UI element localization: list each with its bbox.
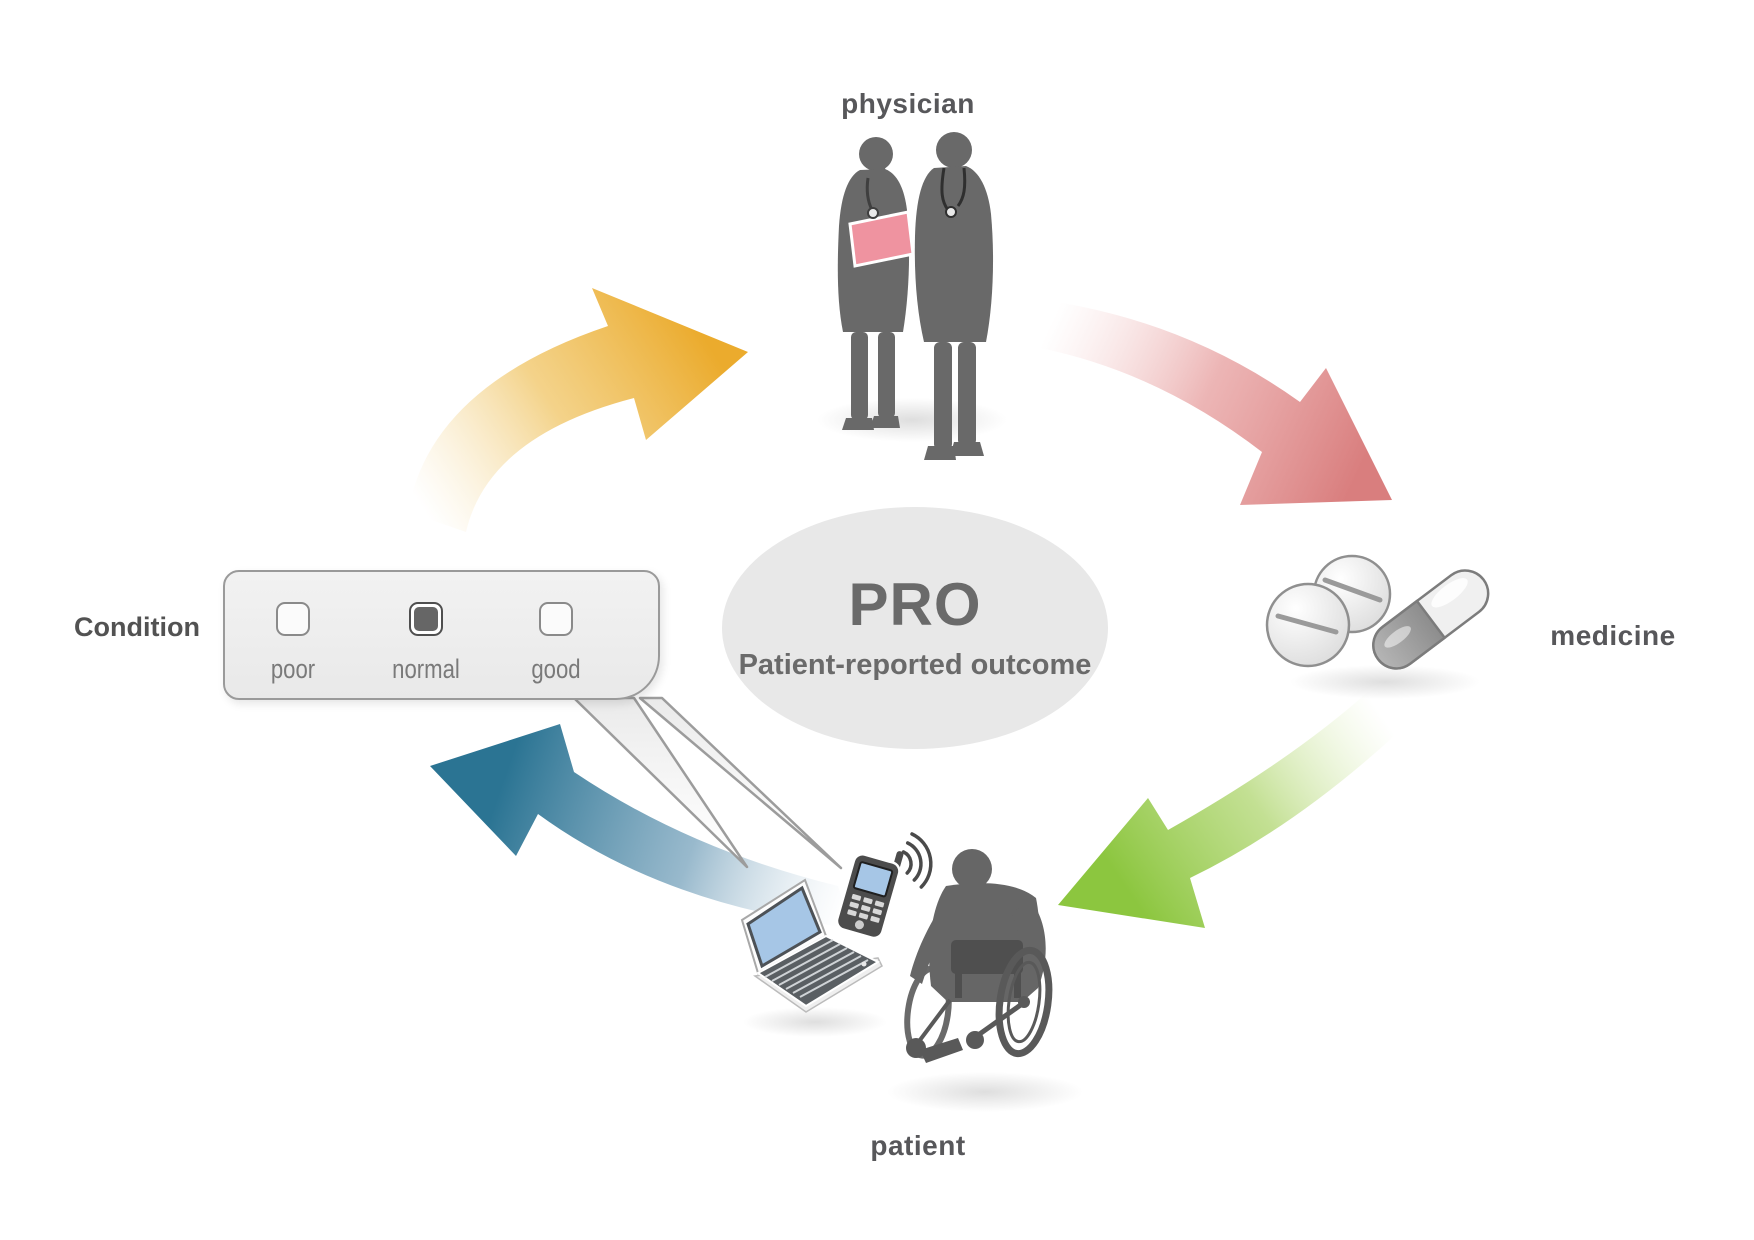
condition-option-good: good bbox=[501, 572, 611, 698]
wheelchair-patient-icon bbox=[904, 849, 1053, 1063]
pro-subtitle: Patient-reported outcome bbox=[738, 648, 1092, 681]
pink-folder-icon bbox=[848, 210, 915, 268]
arrow-medicine-to-patient bbox=[1058, 690, 1405, 928]
condition-form-panel: poor normal good bbox=[223, 570, 660, 700]
physicians-silhouette-icon bbox=[837, 132, 994, 460]
wireless-signal-icon bbox=[901, 832, 933, 889]
capsule-pill-icon bbox=[1372, 569, 1490, 670]
condition-option-poor: poor bbox=[238, 572, 348, 698]
checkbox-good[interactable] bbox=[539, 602, 573, 636]
checkbox-poor-label: poor bbox=[270, 654, 316, 684]
medicine-label: medicine bbox=[1550, 620, 1676, 651]
condition-label: Condition bbox=[74, 612, 200, 642]
arrow-patient-to-condition bbox=[430, 724, 852, 928]
arrow-condition-to-physician bbox=[408, 288, 748, 532]
mobile-phone-icon bbox=[835, 851, 904, 940]
physician-label: physician bbox=[841, 88, 975, 119]
checkbox-good-label: good bbox=[531, 654, 581, 684]
condition-option-normal: normal bbox=[371, 572, 481, 698]
checkbox-normal-label: normal bbox=[392, 654, 460, 684]
laptop-icon bbox=[740, 878, 883, 1013]
medicine-pills-icon bbox=[1265, 554, 1490, 670]
patient-label: patient bbox=[870, 1130, 966, 1161]
stethoscope-icon bbox=[865, 177, 879, 219]
pro-center-ellipse: PRO Patient-reported outcome bbox=[722, 507, 1108, 749]
checkbox-normal[interactable] bbox=[409, 602, 443, 636]
tablet-pill-icon bbox=[1265, 554, 1392, 668]
arrow-physician-to-medicine bbox=[1028, 298, 1392, 505]
pro-title: PRO bbox=[848, 570, 982, 638]
beam-phone-to-form bbox=[638, 696, 843, 870]
checkbox-poor[interactable] bbox=[276, 602, 310, 636]
